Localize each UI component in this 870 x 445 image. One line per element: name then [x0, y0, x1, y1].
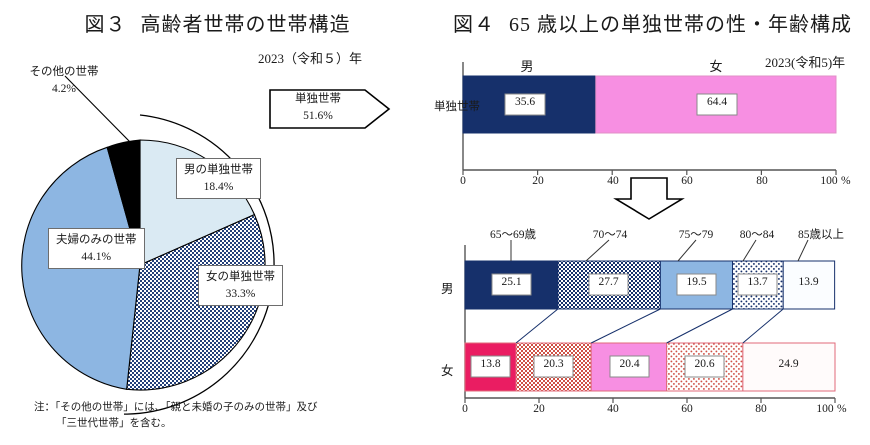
- male-seg-85-plus: [782, 260, 836, 310]
- age-label-70-74: 70〜74: [592, 229, 628, 241]
- top-chart-row-label: 単独世帯: [434, 101, 480, 113]
- figure3-note-line2: 「三世代世帯」を含む。: [56, 416, 172, 429]
- bottom-axis-unit: %: [837, 403, 847, 415]
- female-value-box-70-74: [533, 355, 574, 378]
- top-value-male: 35.6: [514, 96, 536, 108]
- age-leader-80-84: [742, 239, 757, 262]
- top-axis-label-20: 20: [532, 175, 544, 187]
- figure4-panel: 図４ 65 歳以上の単独世帯の性・年齢構成 2023(令和5)年: [434, 0, 870, 445]
- top-axis-unit: %: [841, 175, 851, 187]
- pie-label-couple-only-value: 44.1%: [81, 250, 112, 263]
- figure3-panel: 図３ 高齢者世帯の世帯構造 2023（令和５）年 その他の世帯 4.2%: [0, 8, 435, 432]
- top-axis-label-80: 80: [756, 175, 768, 187]
- pie-label-other-name: その他の世帯: [29, 66, 99, 78]
- age-leader-70-74: [585, 239, 610, 262]
- age-label-75-79: 75〜79: [678, 229, 714, 241]
- female-value-box-75-79: [609, 355, 650, 378]
- top-axis-label-40: 40: [607, 175, 619, 187]
- pie-label-couple-only-name: 夫婦のみの世帯: [56, 234, 137, 246]
- callout-arrow-shape: [269, 89, 391, 129]
- pie-label-female-single-name: 女の単独世帯: [206, 271, 275, 283]
- male-value-80-84: 13.7: [747, 276, 768, 288]
- figure3-year-label: 2023（令和５）年: [258, 51, 363, 66]
- figure4-title: 図４ 65 歳以上の単独世帯の性・年齢構成: [435, 8, 870, 37]
- male-value-65-69: 25.1: [501, 276, 522, 288]
- figure4-year-label: 2023(令和5)年: [765, 55, 846, 70]
- bottom-axis-label-40: 40: [607, 403, 619, 415]
- pie-label-female-single: 女の単独世帯 33.3%: [198, 265, 283, 307]
- male-value-box-70-74: [588, 273, 629, 296]
- top-axis-label-60: 60: [681, 175, 693, 187]
- bottom-axis-label-0: 0: [462, 403, 468, 415]
- male-value-75-79: 19.5: [686, 276, 707, 288]
- female-value-65-69: 13.8: [480, 358, 501, 370]
- male-value-70-74: 27.7: [598, 276, 619, 288]
- male-value-85-plus: 13.9: [798, 276, 819, 288]
- figure4-title-number: 図４: [453, 14, 495, 36]
- pie-label-male-single-value: 18.4%: [203, 180, 234, 193]
- pie-label-other-value: 4.2%: [52, 82, 76, 95]
- female-value-box-80-84: [684, 355, 725, 378]
- pie-label-female-single-value: 33.3%: [225, 287, 256, 300]
- figure4-bottom-chart: [464, 239, 836, 403]
- pie-label-other: その他の世帯 4.2%: [14, 64, 114, 97]
- bottom-axis-label-100: 100: [816, 403, 834, 415]
- top-axis-label-0: 0: [460, 175, 466, 187]
- age-leader-85-plus: [797, 239, 809, 262]
- down-arrow-icon: [613, 177, 685, 220]
- connector-4: [742, 308, 784, 344]
- top-value-box-female: [696, 93, 738, 116]
- male-value-box-80-84: [737, 273, 778, 296]
- pie-callout-value: 51.6%: [303, 109, 333, 122]
- figure3-title-number: 図３: [84, 14, 127, 36]
- pie-slice-female-single: [126, 213, 266, 391]
- figure3-title-text: 高齢者世帯の世帯構造: [140, 14, 351, 36]
- pie-label-male-single-name: 男の単独世帯: [184, 164, 253, 176]
- figure4-top-chart: [462, 62, 837, 175]
- female-value-70-74: 20.3: [543, 358, 564, 370]
- top-chart-legend-female: 女: [709, 59, 723, 74]
- bottom-row-label-female: 女: [441, 364, 454, 378]
- male-value-box-75-79: [676, 273, 717, 296]
- age-leader-75-79: [677, 239, 697, 262]
- age-label-85-plus: 85歳以上: [798, 229, 844, 241]
- pie-callout-label: 単独世帯: [295, 93, 341, 105]
- male-value-box-65-69: [491, 273, 532, 296]
- top-value-female: 64.4: [706, 96, 728, 108]
- top-axis-label-100: 100: [820, 175, 838, 187]
- bottom-row-label-male: 男: [441, 282, 454, 296]
- bottom-axis-label-80: 80: [755, 403, 767, 415]
- female-value-75-79: 20.4: [619, 358, 640, 370]
- figure4-title-text: 65 歳以上の単独世帯の性・年齢構成: [509, 14, 852, 36]
- female-value-80-84: 20.6: [694, 358, 715, 370]
- female-seg-85-plus: [742, 342, 836, 392]
- pie-callout-single-household: 単独世帯 51.6%: [269, 86, 391, 132]
- bottom-axis-label-60: 60: [681, 403, 693, 415]
- pie-label-male-single: 男の単独世帯 18.4%: [176, 158, 261, 200]
- figure3-title: 図３ 高齢者世帯の世帯構造: [0, 8, 435, 37]
- figure4-charts: [462, 62, 837, 403]
- female-value-box-65-69: [470, 355, 511, 378]
- top-chart-legend-male: 男: [520, 59, 534, 74]
- connector-1: [515, 308, 559, 344]
- connector-3: [666, 308, 733, 344]
- bottom-axis-label-20: 20: [533, 403, 545, 415]
- connector-2: [590, 308, 661, 344]
- figure3-note: 注：「その他の世帯」には、「親と未婚の子のみの世帯」及び 「三世代世帯」を含む。: [34, 400, 318, 432]
- pie-label-couple-only: 夫婦のみの世帯 44.1%: [48, 228, 145, 270]
- leader-line-other: [64, 75, 132, 144]
- figure3-note-line1: 注：「その他の世帯」には、「親と未婚の子のみの世帯」及び: [34, 401, 318, 413]
- female-value-85-plus: 24.9: [778, 358, 799, 370]
- age-label-80-84: 80〜84: [739, 229, 775, 241]
- top-value-box-male: [504, 93, 546, 116]
- age-label-65-69: 65〜69歳: [490, 229, 536, 241]
